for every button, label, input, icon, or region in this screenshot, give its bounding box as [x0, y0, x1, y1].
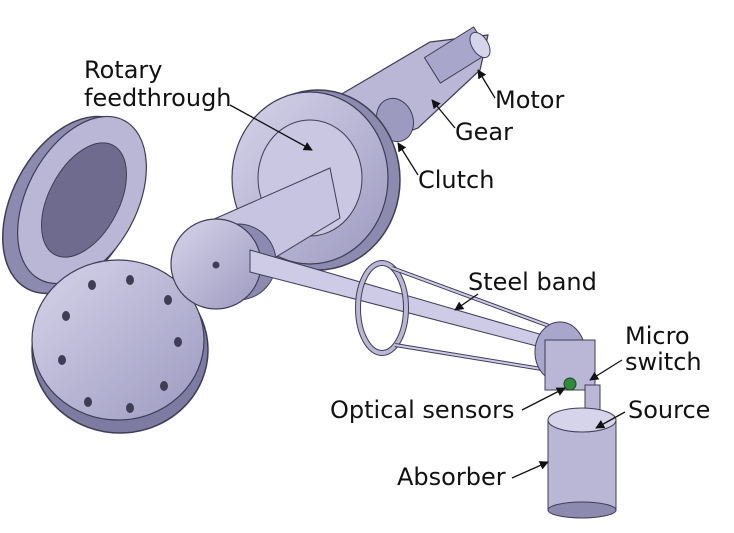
label-steel-band-group: Steel band [454, 268, 597, 311]
drive-pulley-assembly [170, 167, 341, 310]
label-switch: switch [625, 348, 702, 376]
label-clutch: Clutch [418, 166, 494, 194]
label-source: Source [628, 396, 710, 424]
label-feedthrough: feedthrough [84, 84, 232, 112]
label-steel-band: Steel band [468, 268, 597, 296]
label-rotary-feedthrough: Rotary feedthrough [84, 56, 313, 151]
label-absorber: Absorber [397, 463, 506, 491]
label-optical-sensors-group: Optical sensors [330, 387, 566, 424]
label-gear: Gear [455, 118, 513, 146]
bottom-flange [31, 259, 209, 434]
label-clutch-group: Clutch [397, 142, 494, 194]
blank-flange [1, 115, 147, 295]
label-micro-switch-group: Micro switch [589, 322, 702, 381]
band-guide-cage [355, 260, 561, 374]
label-absorber-group: Absorber [397, 461, 549, 491]
label-source-group: Source [595, 396, 710, 429]
label-rotary: Rotary [84, 56, 162, 84]
label-gear-group: Gear [431, 99, 513, 146]
label-micro: Micro [625, 322, 690, 350]
label-motor: Motor [495, 86, 564, 114]
source-holder-and-switch [534, 321, 601, 421]
label-optical-sensors: Optical sensors [330, 396, 514, 424]
absorber-cylinder [547, 407, 617, 519]
label-motor-group: Motor [477, 69, 564, 114]
